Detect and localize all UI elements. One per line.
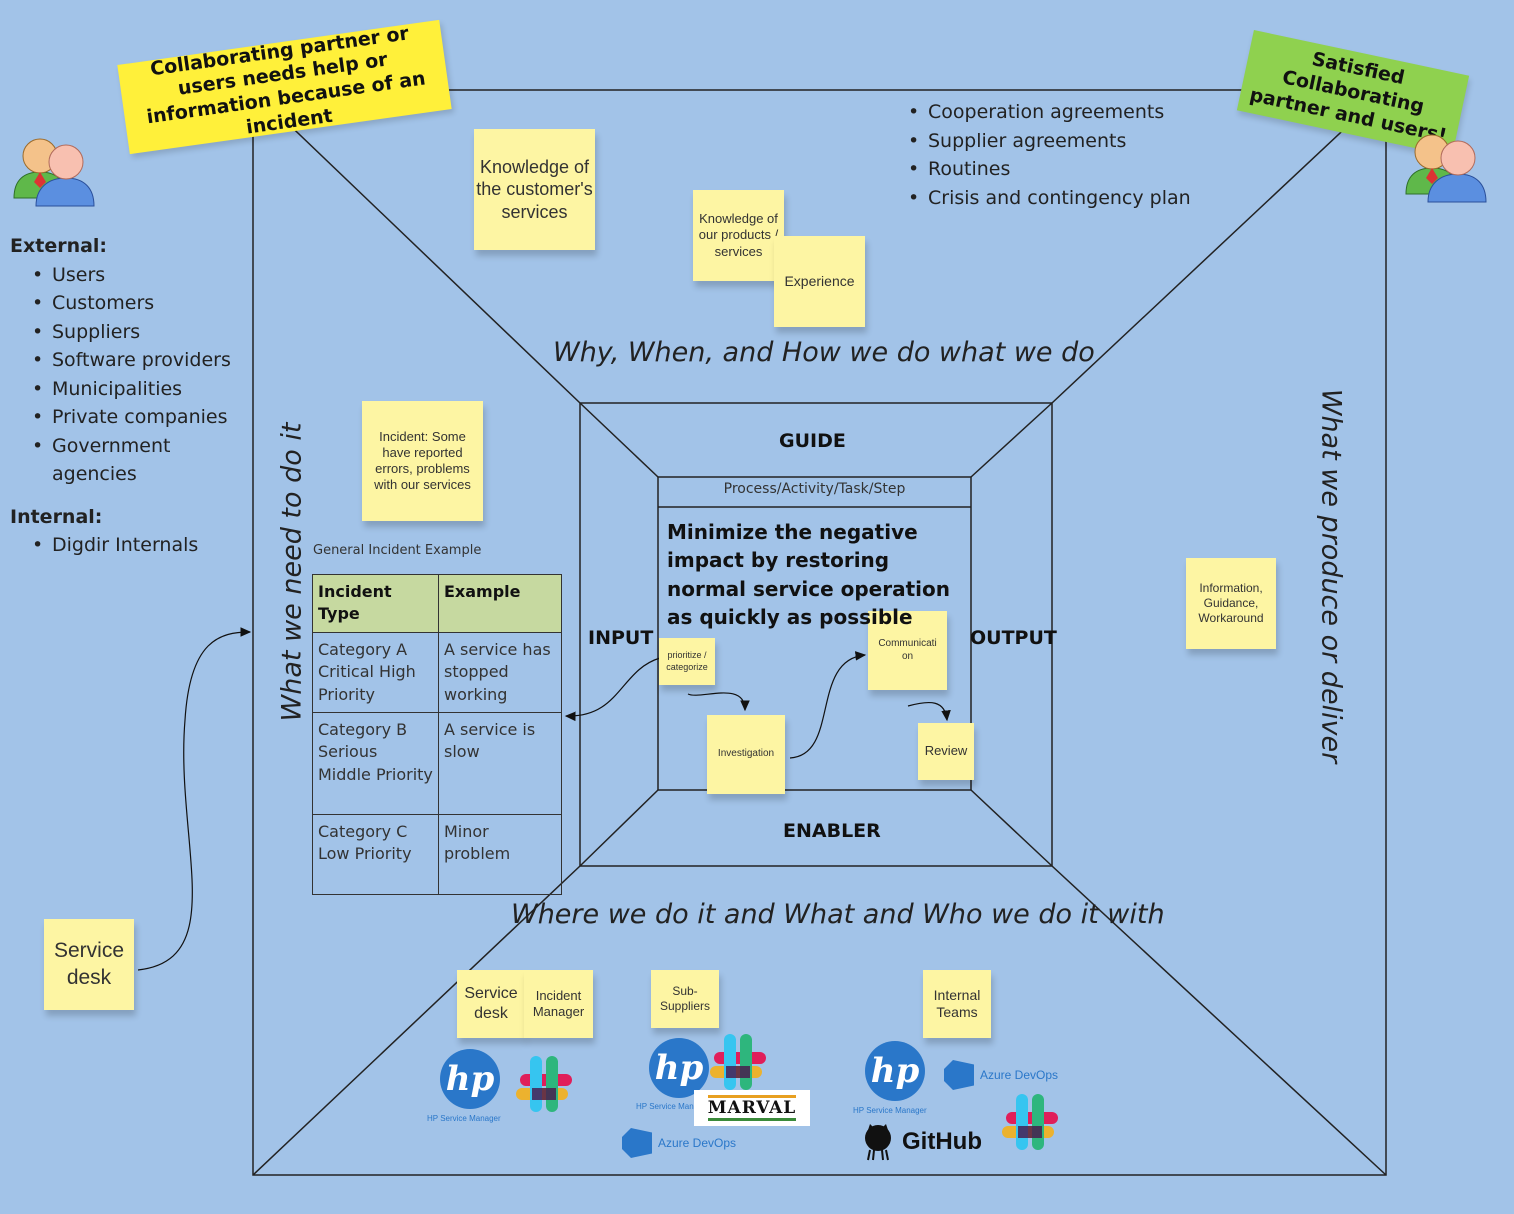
table-header: Incident Type	[312, 574, 439, 633]
process-goal: Minimize the negative impact by restorin…	[667, 520, 950, 630]
table-row: Category A Critical High Priority A serv…	[312, 631, 562, 713]
caption-left: What we need to do it	[276, 422, 308, 722]
sticky-experience[interactable]: Experience	[774, 236, 865, 327]
sticky-incident-note[interactable]: Incident: Some have reported errors, pro…	[362, 401, 483, 521]
list-item: Government agencies	[30, 432, 250, 489]
list-item: Users	[30, 261, 250, 290]
hp-caption-2: HP Service Manager	[636, 1102, 710, 1111]
hp-logo-icon-3: hp	[865, 1041, 925, 1101]
table-cell: A service is slow	[438, 711, 562, 815]
sticky-service-desk-bottom[interactable]: Service desk	[457, 970, 525, 1038]
list-item: Suppliers	[30, 318, 250, 347]
azure-devops-icon	[622, 1128, 652, 1158]
users-group-icon	[13, 138, 95, 207]
sticky-knowledge-ours[interactable]: Knowledge of our products / services	[693, 190, 784, 281]
incident-table: Incident Type Example Category A Critica…	[312, 574, 562, 895]
list-item: Customers	[30, 289, 250, 318]
hp-caption-3: HP Service Manager	[853, 1106, 927, 1115]
sticky-incident-manager[interactable]: Incident Manager	[524, 970, 593, 1038]
list-item: Supplier agreements	[906, 127, 1226, 156]
sticky-sub-suppliers[interactable]: Sub-Suppliers	[651, 970, 719, 1028]
github-octocat-icon	[865, 1124, 891, 1161]
external-heading: External:	[10, 235, 108, 257]
internal-heading: Internal:	[10, 505, 103, 528]
table-cell: Category B Serious Middle Priority	[312, 711, 439, 815]
table-cell: A service has stopped working	[438, 631, 562, 713]
list-item: Crisis and contingency plan	[906, 184, 1226, 213]
sticky-prioritize[interactable]: prioritize / categorize	[659, 638, 715, 685]
sticky-communication[interactable]: Communicati on	[868, 611, 947, 690]
internal-list: Digdir Internals	[30, 531, 250, 560]
caption-bottom: Where we do it and What and Who we do it…	[511, 899, 1165, 930]
stakeholders-panel: External: Users Customers Suppliers Soft…	[10, 232, 250, 560]
table-cell: Minor problem	[438, 813, 562, 895]
table-row: Category C Low Priority Minor problem	[312, 813, 562, 895]
sticky-information[interactable]: Information, Guidance, Workaround	[1186, 558, 1276, 649]
list-item: Municipalities	[30, 375, 250, 404]
list-item: Routines	[906, 155, 1226, 184]
caption-right: What we produce or deliver	[1315, 388, 1347, 764]
output-label: OUTPUT	[970, 627, 1057, 649]
sticky-knowledge-customer[interactable]: Knowledge of the customer's services	[474, 129, 595, 250]
process-header: Process/Activity/Task/Step	[723, 481, 906, 497]
azure-devops-logo-2: Azure DevOps	[944, 1060, 1058, 1090]
list-item: Cooperation agreements	[906, 98, 1226, 127]
list-item: Digdir Internals	[30, 531, 250, 560]
hp-logo-icon: hp	[440, 1049, 500, 1109]
table-header: Example	[438, 574, 562, 633]
list-item: Private companies	[30, 403, 250, 432]
github-logo: GitHub	[860, 1122, 982, 1162]
slack-logo-icon-3	[1002, 1094, 1058, 1150]
sticky-review[interactable]: Review	[918, 723, 974, 780]
azure-devops-icon-2	[944, 1060, 974, 1090]
users-group-icon-right	[1405, 134, 1487, 203]
guide-label: GUIDE	[779, 430, 846, 452]
hp-logo-icon-2: hp	[649, 1038, 709, 1098]
table-row: Category B Serious Middle Priority A ser…	[312, 711, 562, 815]
sticky-service-desk[interactable]: Service desk	[44, 919, 134, 1010]
slack-logo-icon-2	[710, 1034, 766, 1090]
enabler-label: ENABLER	[783, 820, 881, 842]
azure-devops-logo: Azure DevOps	[622, 1128, 736, 1158]
list-item: Software providers	[30, 346, 250, 375]
input-label: INPUT	[588, 627, 654, 649]
sticky-investigation[interactable]: Investigation	[707, 715, 785, 794]
table-caption: General Incident Example	[313, 543, 482, 558]
caption-top: Why, When, and How we do what we do	[553, 337, 1095, 368]
agreements-list: Cooperation agreements Supplier agreemen…	[906, 98, 1226, 212]
hp-caption: HP Service Manager	[427, 1114, 501, 1123]
slack-logo-icon	[516, 1056, 572, 1112]
sticky-internal-teams[interactable]: Internal Teams	[923, 970, 991, 1038]
external-list: Users Customers Suppliers Software provi…	[30, 261, 250, 489]
table-cell: Category A Critical High Priority	[312, 631, 439, 713]
marval-logo: MARVAL	[694, 1090, 810, 1126]
table-cell: Category C Low Priority	[312, 813, 439, 895]
